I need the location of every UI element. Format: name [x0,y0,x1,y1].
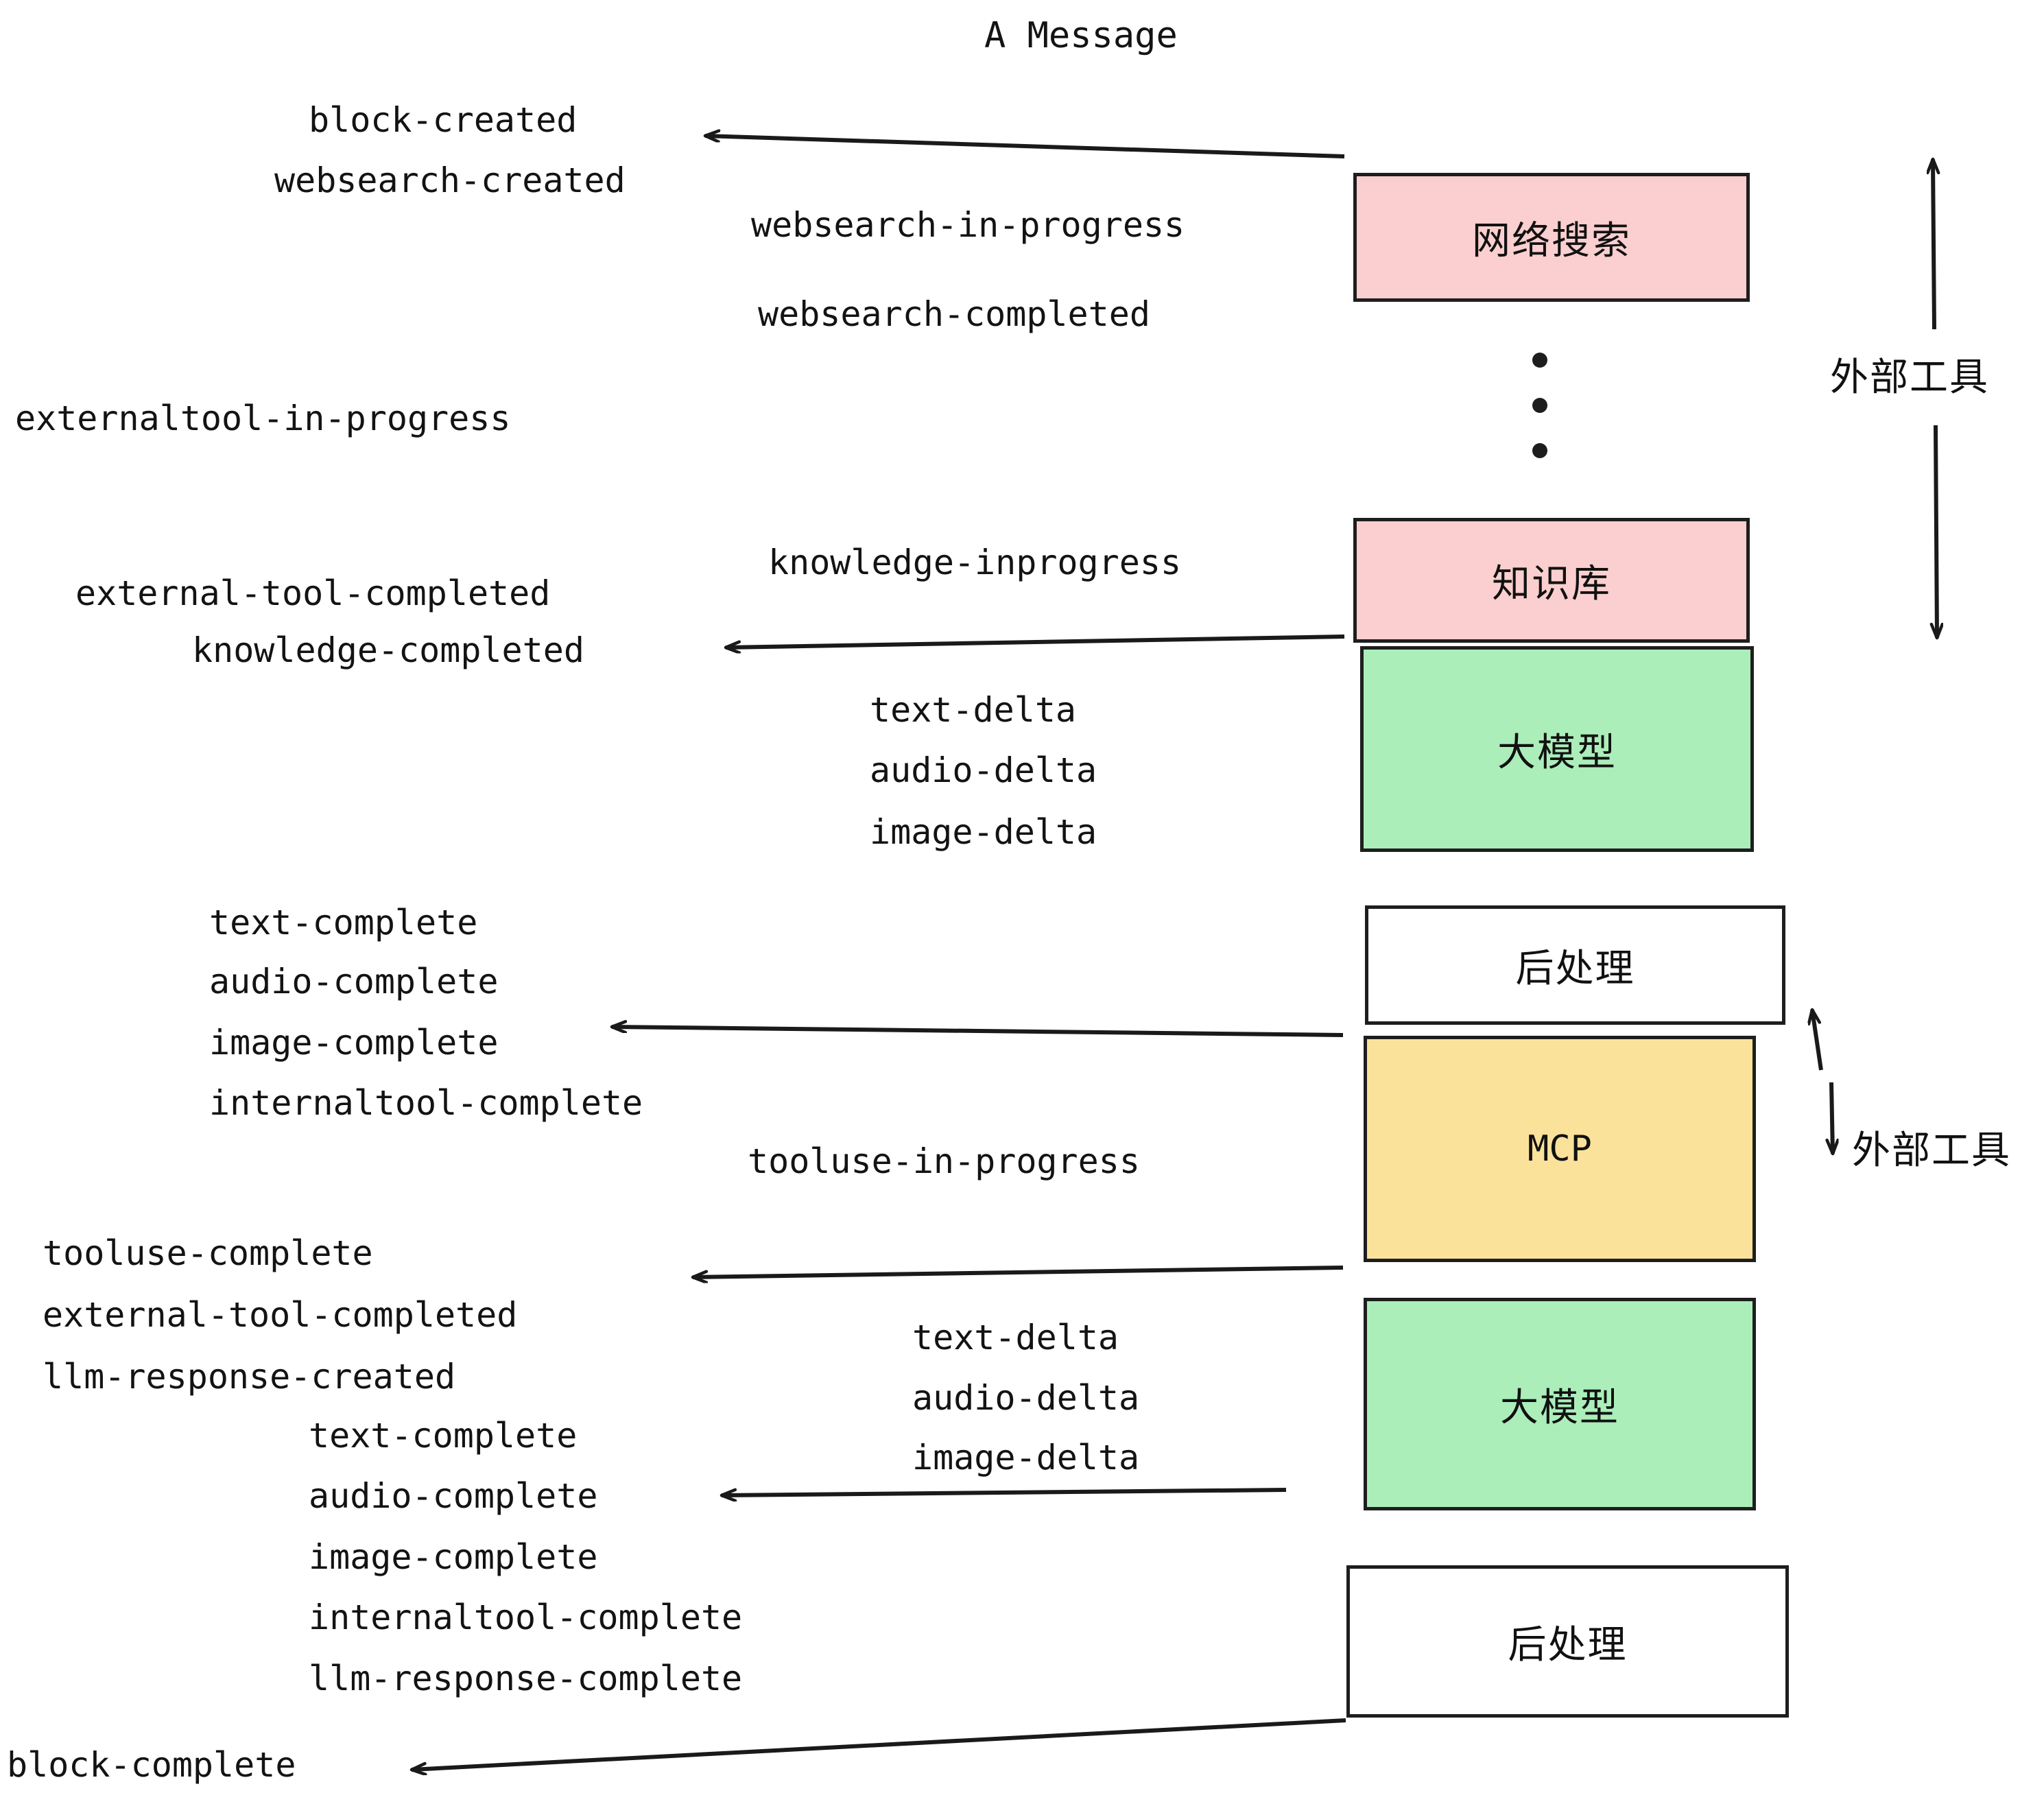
external-tool-label-bottom: 外部工具 [1852,1128,2011,1173]
event-audio-delta-2: audio-delta [912,1378,1140,1418]
event-audio-complete-2: audio-complete [309,1476,598,1516]
arrow-llm-to-audio-complete [722,1488,1287,1495]
event-llm-response-created: llm-response-created [43,1357,456,1397]
event-websearch-completed: websearch-completed [758,294,1150,334]
page-title: A Message [984,15,1178,56]
box-postprocess-bottom-label: 后处理 [1508,1622,1628,1667]
event-tooluse-in-progress: tooluse-in-progress [748,1141,1140,1181]
box-knowledge[interactable]: 知识库 [1353,518,1750,643]
event-image-complete-2: image-complete [309,1537,598,1577]
arrow-mcp-to-tooluse-complete [693,1266,1344,1277]
external-tool-label-top: 外部工具 [1830,355,1989,400]
event-block-complete: block-complete [7,1745,296,1785]
arrow-external-tool-top-up [1933,159,1934,330]
arrow-external-tool-bottom-down [1831,1082,1833,1154]
ellipsis-dot-2 [1532,398,1547,413]
box-llm-bottom[interactable]: 大模型 [1364,1298,1756,1510]
ellipsis-dot-3 [1532,443,1547,458]
box-websearch-label: 网络搜索 [1472,218,1631,263]
event-knowledge-completed: knowledge-completed [192,630,584,670]
box-llm-top-label: 大模型 [1497,730,1617,775]
box-postprocess-bottom[interactable]: 后处理 [1346,1565,1789,1718]
event-external-tool-completed-2: external-tool-completed [43,1295,518,1335]
arrow-knowledge-to-knowledge-completed [726,634,1345,648]
event-audio-complete-1: audio-complete [209,962,499,1001]
box-postprocess-top-label: 后处理 [1515,946,1635,991]
box-llm-bottom-label: 大模型 [1500,1385,1619,1430]
event-block-created: block-created [309,100,578,140]
event-image-delta-2: image-delta [912,1438,1140,1477]
event-llm-response-complete: llm-response-complete [309,1659,743,1698]
event-websearch-created: websearch-created [274,161,626,200]
event-tooluse-complete: tooluse-complete [43,1233,373,1273]
event-knowledge-inprogress: knowledge-inprogress [768,543,1182,582]
event-internaltool-complete-2: internaltool-complete [309,1598,743,1637]
event-internaltool-complete-1: internaltool-complete [209,1083,643,1123]
arrow-post-to-image-complete [612,1027,1344,1037]
box-knowledge-label: 知识库 [1492,561,1611,606]
arrow-external-tool-top-down [1936,425,1937,638]
arrow-external-tool-bottom-up [1812,1010,1823,1071]
event-text-complete-2: text-complete [309,1416,578,1456]
box-websearch[interactable]: 网络搜索 [1353,173,1750,302]
event-websearch-in-progress: websearch-in-progress [751,205,1185,245]
ellipsis-dot-1 [1532,353,1547,368]
event-text-complete-1: text-complete [209,903,478,942]
box-mcp[interactable]: MCP [1364,1036,1756,1262]
event-text-delta-1: text-delta [870,690,1077,730]
arrow-post-bottom-to-block-complete [412,1718,1346,1770]
event-external-tool-completed-1: external-tool-completed [75,573,551,613]
arrow-websearch-to-block-created [705,136,1345,158]
box-llm-top[interactable]: 大模型 [1360,646,1754,852]
event-image-complete-1: image-complete [209,1023,499,1063]
event-image-delta-1: image-delta [870,812,1097,852]
box-mcp-label: MCP [1528,1128,1592,1170]
event-externaltool-in-progress: externaltool-in-progress [15,399,511,438]
box-postprocess-top[interactable]: 后处理 [1365,905,1785,1025]
event-audio-delta-1: audio-delta [870,750,1097,790]
event-text-delta-2: text-delta [912,1318,1119,1357]
